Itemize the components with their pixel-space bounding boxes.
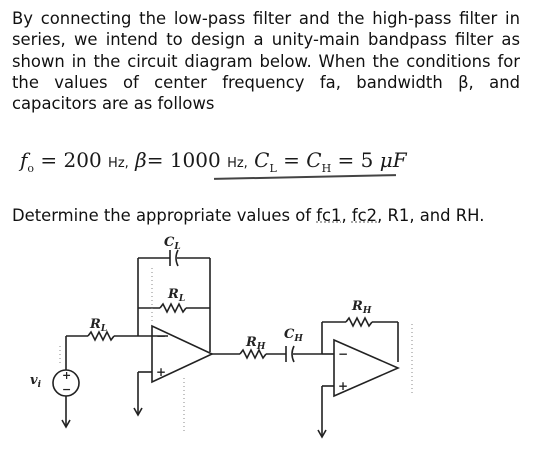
- bandpass-circuit-diagram: CL RL RL RH CH RH vi − + − + + −: [30, 235, 413, 439]
- question-fc2: fc2: [351, 206, 378, 225]
- fo-symbol: f: [20, 148, 28, 172]
- question-sep: ,: [341, 206, 352, 225]
- capacitance-unit: μF: [379, 148, 407, 172]
- dotted-rails: [59, 268, 413, 432]
- label-ch: CH: [284, 327, 303, 344]
- ch-plate-right: [291, 345, 295, 363]
- rh-feedback-resistor: [345, 316, 373, 328]
- ch-subscript: H: [321, 162, 332, 175]
- opamp1-minus-sign: −: [156, 329, 166, 343]
- rl-feedback-resistor: [159, 302, 187, 314]
- label-rh-input: RH: [245, 335, 266, 352]
- fo-value: = 200: [40, 148, 102, 172]
- question-rest: , R1, and RH.: [377, 206, 485, 225]
- opamp1-plus-sign: +: [156, 365, 166, 379]
- opamp2-plus-sign: +: [338, 379, 348, 393]
- fo-subscript: o: [27, 162, 35, 175]
- cl-subscript: L: [269, 162, 277, 175]
- opamp-1: [151, 324, 214, 384]
- label-rh-feedback: RH: [351, 299, 372, 316]
- ground-arrow-1: [61, 419, 71, 429]
- capacitance-value: = 5: [337, 148, 374, 172]
- label-vi: vi: [30, 373, 42, 390]
- beta-symbol: β: [135, 148, 147, 172]
- ground-arrow-2: [133, 407, 143, 417]
- rh-input-resistor: [239, 348, 267, 360]
- circuit-wiring: [52, 249, 400, 439]
- ground-arrow-3: [317, 429, 327, 439]
- fo-unit: Hz,: [108, 156, 129, 171]
- question-text: Determine the appropriate values of fc1,…: [12, 206, 484, 225]
- source-minus-sign: −: [62, 383, 71, 396]
- source-plus-sign: +: [62, 369, 71, 382]
- equals-sign: =: [283, 148, 300, 172]
- label-rl-input: RL: [89, 317, 107, 334]
- beta-unit: Hz,: [227, 156, 248, 171]
- problem-paragraph: By connecting the low-pass filter and th…: [12, 9, 520, 114]
- cl-plate-right: [175, 249, 179, 267]
- cl-symbol: C: [254, 148, 270, 172]
- given-conditions: fo = 200 Hz, β= 1000 Hz, CL = CH = 5 μF: [20, 148, 407, 175]
- opamp2-minus-sign: −: [338, 347, 348, 361]
- ch-symbol: C: [306, 148, 322, 172]
- label-cl: CL: [164, 235, 181, 252]
- question-prefix: Determine the appropriate values of: [12, 206, 317, 225]
- rl-input-resistor: [87, 330, 115, 342]
- opamp-2: [333, 338, 400, 398]
- question-fc1: fc1: [316, 206, 342, 225]
- label-rl-feedback: RL: [167, 287, 185, 304]
- beta-value: = 1000: [146, 148, 221, 172]
